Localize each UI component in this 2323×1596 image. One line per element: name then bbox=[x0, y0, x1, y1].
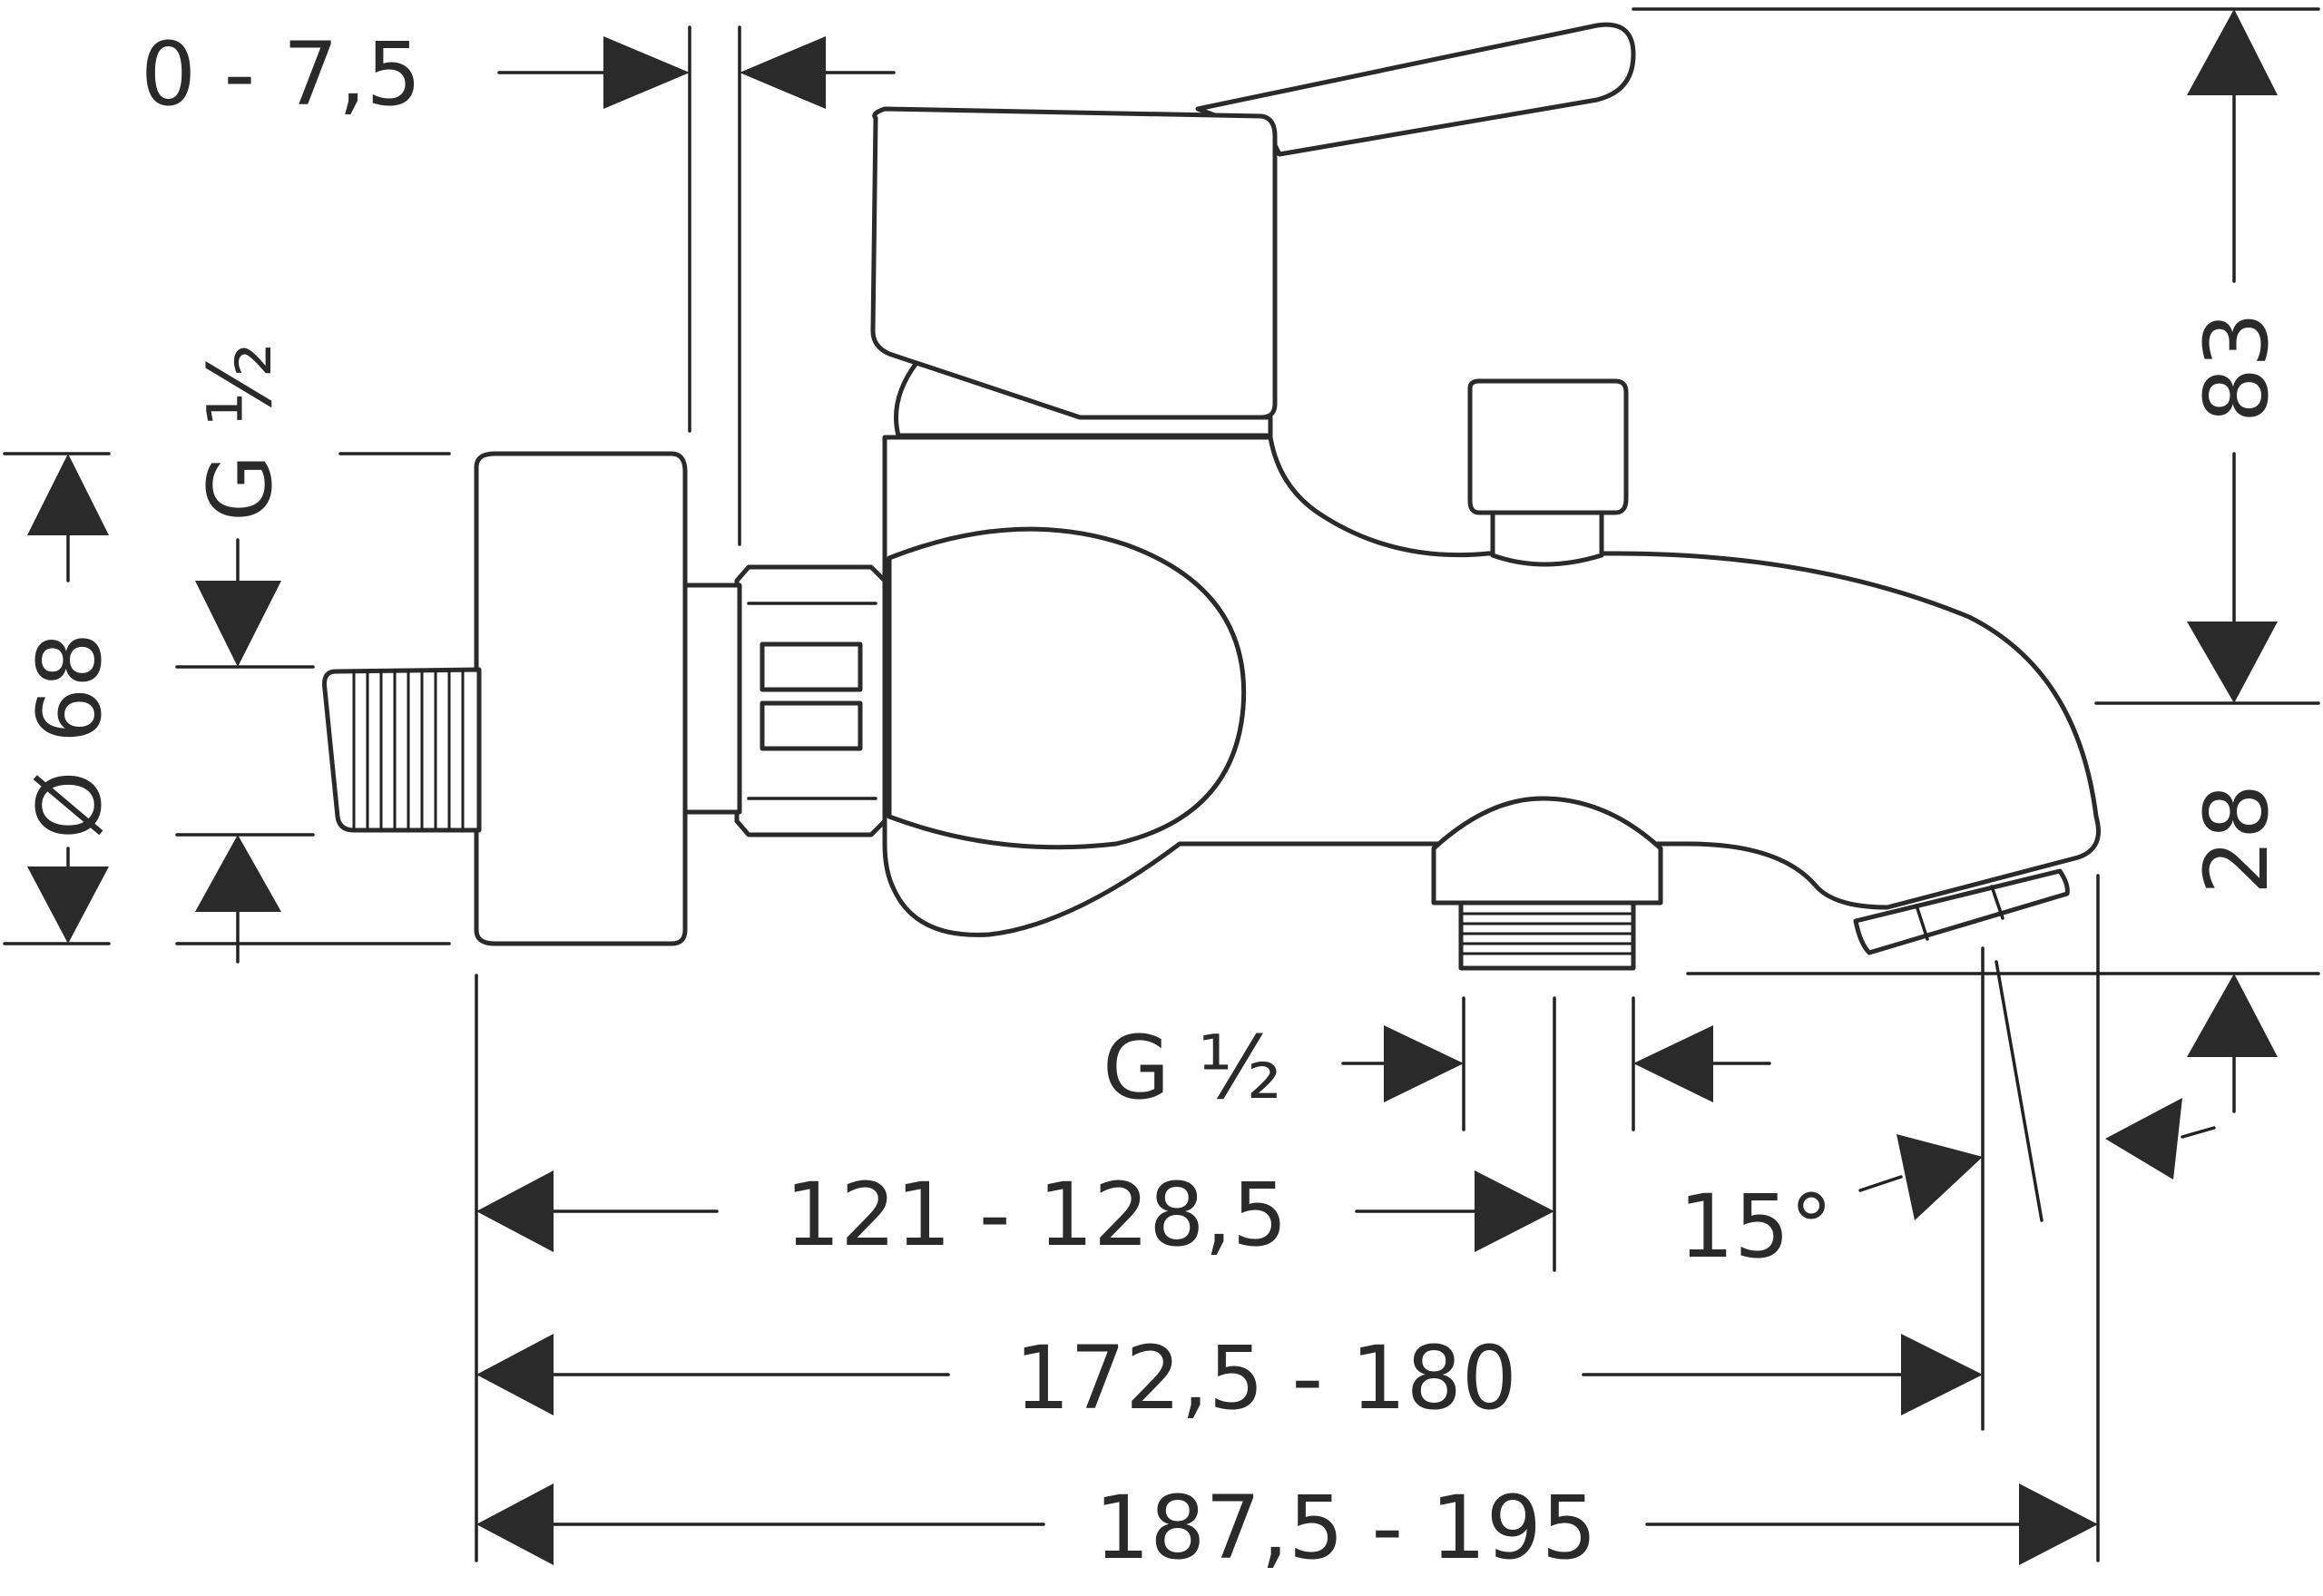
diverter-stem bbox=[1490, 510, 1604, 567]
inlet-thread bbox=[322, 667, 482, 833]
diverter-knob bbox=[1467, 378, 1629, 515]
dim-mid-label: 172,5 - 180 bbox=[1014, 1327, 1517, 1429]
dim-outlet-thread-label: G ½ bbox=[1103, 1017, 1282, 1119]
lower-thread-lines bbox=[1463, 912, 1632, 955]
inlet-thread-lines bbox=[352, 670, 465, 830]
body-round-cavity bbox=[887, 526, 1247, 850]
dim-offset-range-label: 0 - 7,5 bbox=[141, 24, 421, 125]
mixer-cap bbox=[870, 106, 1278, 420]
dim-inner-label: 121 - 128,5 bbox=[785, 1164, 1288, 1266]
dim-flange-diameter-label: Ø 68 bbox=[19, 632, 121, 839]
aerator-outlet bbox=[1853, 868, 2070, 955]
wall-flange bbox=[474, 451, 688, 946]
faucet-body bbox=[322, 22, 2101, 971]
dim-height-top-label: 83 bbox=[2186, 312, 2288, 423]
dim-total-label: 187,5 - 195 bbox=[1094, 1477, 1597, 1579]
lever-handle bbox=[1195, 22, 1636, 157]
mixer-neck bbox=[894, 360, 1273, 438]
dim-inlet-thread-label: G ½ bbox=[190, 342, 291, 522]
lower-outlet-boss bbox=[1431, 796, 1663, 906]
dim-angle-label: 15° bbox=[1679, 1176, 1833, 1278]
dim-height-outlet-label: 28 bbox=[2186, 784, 2288, 895]
union-connector bbox=[682, 583, 742, 815]
dimension-lines bbox=[3, 7, 2320, 1565]
